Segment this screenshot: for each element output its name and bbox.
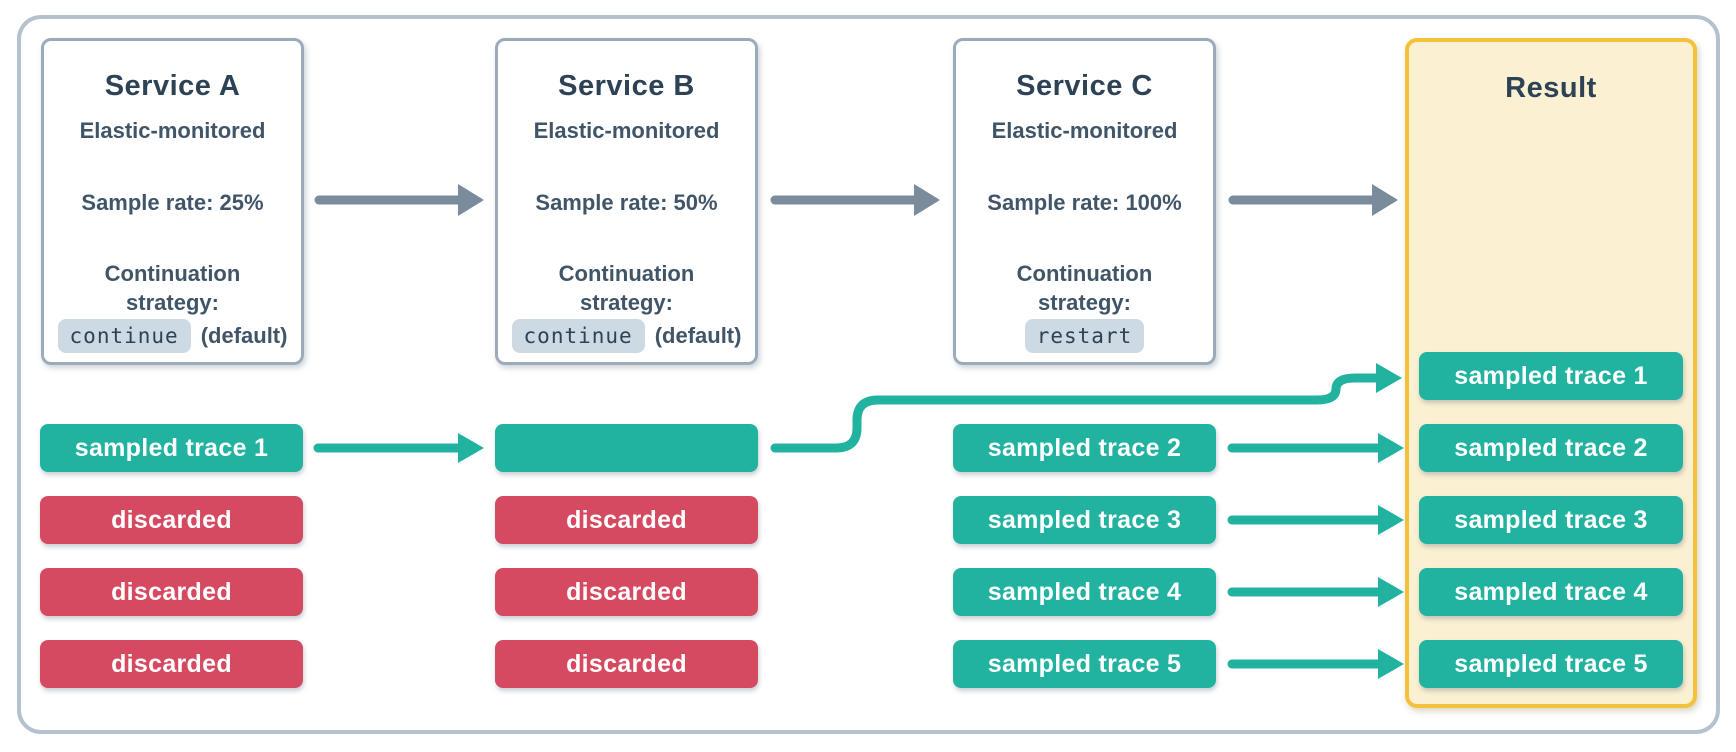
service-c-strategy-row: restart [956,319,1213,353]
strategy-label-line1: Continuation [1016,261,1153,286]
result-pill-sampled-2: sampled trace 2 [1419,424,1683,472]
trace-pill-a-discarded-1: discarded [40,496,303,544]
arrow-trace-c-row2-to-result [1227,505,1404,535]
result-title: Result [1505,72,1597,104]
strategy-label-line2: strategy: [1038,290,1131,315]
result-pill-sampled-5: sampled trace 5 [1419,640,1683,688]
result-pill-sampled-1: sampled trace 1 [1419,352,1683,400]
arrow-trace-c-row3-to-result [1227,577,1404,607]
service-b-strategy-note: (default) [654,323,742,348]
service-c-strategy-label: Continuation strategy: [956,259,1213,317]
service-a-sample-rate: Sample rate: 25% [81,190,264,215]
trace-pill-c-sampled-5: sampled trace 5 [953,640,1216,688]
arrow-service-b-to-c [770,184,940,216]
arrow-trace-a-to-b [313,433,484,463]
service-c-title: Service C [1016,70,1153,102]
trace-pill-a-discarded-2: discarded [40,568,303,616]
service-c-monitoring: Elastic-monitored [991,118,1178,143]
service-a-strategy-row: continue (default) [44,319,301,353]
service-a-strategy-value: continue [57,319,191,353]
trace-pill-c-sampled-4: sampled trace 4 [953,568,1216,616]
trace-pill-b-discarded-3: discarded [495,640,758,688]
service-b-sample-rate: Sample rate: 50% [535,190,718,215]
trace-pill-b-sampled-unlabeled [495,424,758,472]
service-b-strategy-label: Continuation strategy: [498,259,755,317]
service-c-box: Service C Elastic-monitored Sample rate:… [953,38,1216,365]
service-c-strategy-value: restart [1024,319,1145,353]
diagram-border [17,15,1720,734]
service-b-strategy-row: continue (default) [498,319,755,353]
service-a-strategy-label: Continuation strategy: [44,259,301,317]
service-b-strategy-value: continue [511,319,645,353]
result-pill-sampled-3: sampled trace 3 [1419,496,1683,544]
service-b-title: Service B [558,70,695,102]
trace-pill-c-sampled-2: sampled trace 2 [953,424,1216,472]
arrow-trace-c-row1-to-result [1227,433,1404,463]
trace-pill-c-sampled-3: sampled trace 3 [953,496,1216,544]
trace-pill-a-sampled-1: sampled trace 1 [40,424,303,472]
service-a-box: Service A Elastic-monitored Sample rate:… [41,38,304,365]
strategy-label-line1: Continuation [104,261,241,286]
service-a-title: Service A [104,70,241,102]
strategy-label-line2: strategy: [126,290,219,315]
trace-pill-b-discarded-2: discarded [495,568,758,616]
result-pill-sampled-4: sampled trace 4 [1419,568,1683,616]
service-b-monitoring: Elastic-monitored [533,118,720,143]
service-a-strategy-note: (default) [200,323,288,348]
trace-pill-b-discarded-1: discarded [495,496,758,544]
arrow-service-a-to-b [314,184,484,216]
arrow-trace-c-row4-to-result [1227,649,1404,679]
trace-pill-a-discarded-3: discarded [40,640,303,688]
strategy-label-line2: strategy: [580,290,673,315]
service-c-sample-rate: Sample rate: 100% [987,190,1182,215]
arrow-service-c-to-result [1228,184,1398,216]
strategy-label-line1: Continuation [558,261,695,286]
connector-b-to-result-trace-1 [770,363,1402,453]
service-a-monitoring: Elastic-monitored [79,118,266,143]
service-b-box: Service B Elastic-monitored Sample rate:… [495,38,758,365]
